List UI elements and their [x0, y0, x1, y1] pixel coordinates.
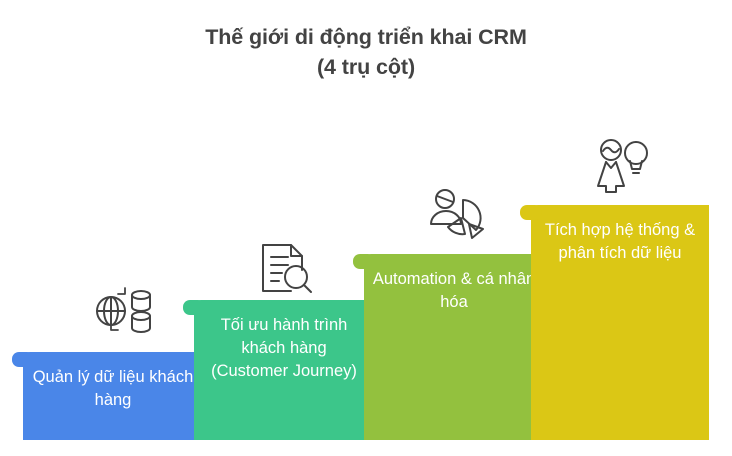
page-title: Thế giới di động triển khai CRM (4 trụ c…	[0, 22, 732, 82]
pillar-bar-3[interactable]: Automation & cá nhân hóa	[353, 254, 544, 440]
pillar-bar-3-body	[364, 254, 544, 440]
pillar-bar-3-tab	[353, 254, 375, 269]
pillar-bar-4-body	[531, 205, 709, 440]
title-line-2: (4 trụ cột)	[316, 55, 416, 79]
person-pie-chart-icon	[428, 188, 488, 242]
pillar-bar-1[interactable]: Quản lý dữ liệu khách hàng	[12, 352, 203, 440]
title-line-1: Thế giới di động triển khai CRM	[205, 25, 527, 49]
pillar-bar-1-tab	[12, 352, 34, 367]
pillar-bar-1-body	[23, 352, 203, 440]
pillar-bar-2-tab	[183, 300, 205, 315]
pillar-bar-3-label: Automation & cá nhân hóa	[372, 270, 536, 311]
pillar-bar-4[interactable]: Tích hợp hệ thống & phân tích dữ liệu	[520, 205, 709, 440]
pillar-bar-4-label: Tích hợp hệ thống & phân tích dữ liệu	[544, 221, 696, 262]
pillar-bar-4-tab	[520, 205, 542, 220]
document-search-icon	[258, 241, 316, 297]
pillar-bar-1-label: Quản lý dữ liệu khách hàng	[32, 368, 194, 409]
pillar-bar-2-body	[194, 300, 374, 440]
person-lightbulb-icon	[593, 138, 651, 196]
globe-database-icon	[93, 283, 157, 339]
pillar-bar-2[interactable]: Tối ưu hành trình khách hàng (Customer J…	[183, 300, 374, 440]
pillar-bar-2-label: Tối ưu hành trình khách hàng (Customer J…	[211, 316, 357, 380]
